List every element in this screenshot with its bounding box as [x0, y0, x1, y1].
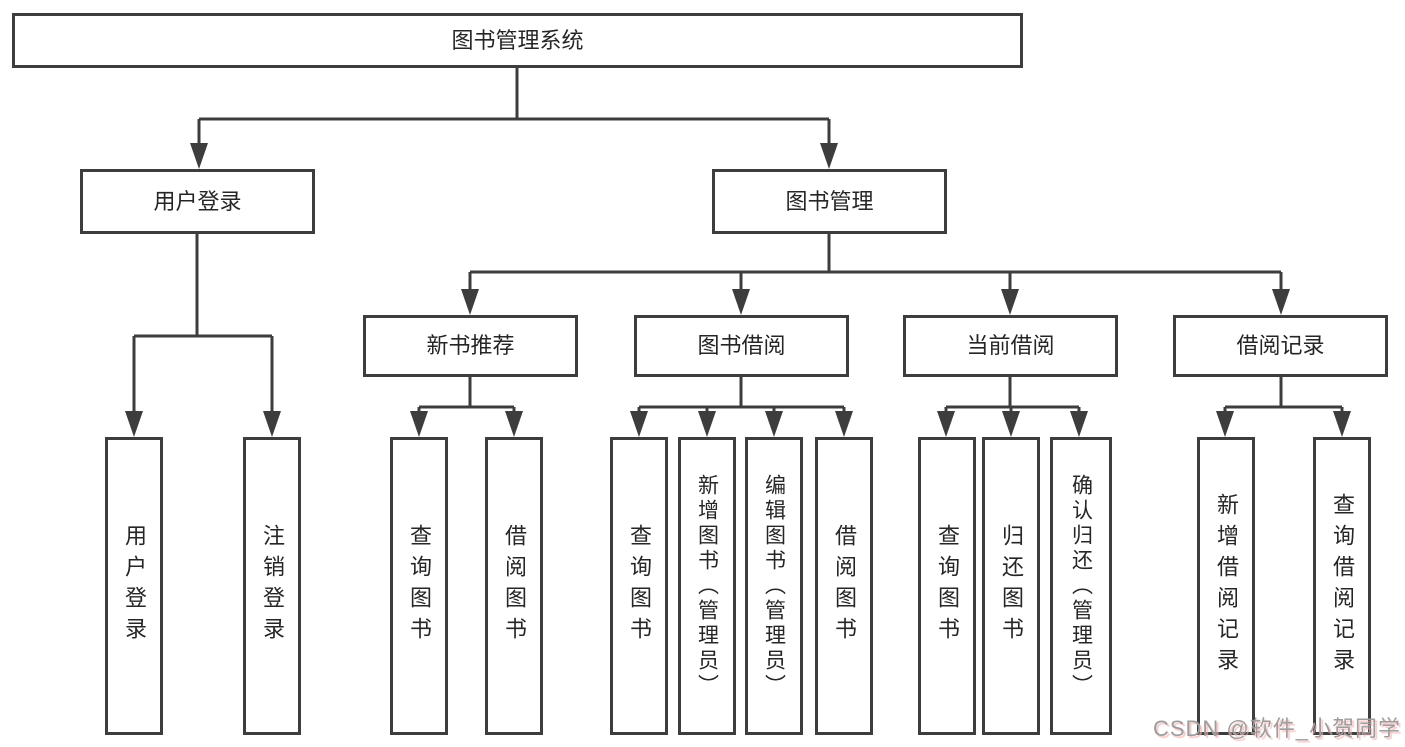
node-borrow-record: 借阅记录: [1173, 315, 1388, 377]
node-label: 用户登录: [153, 188, 242, 214]
leaf-query-books-borrow: 查询图书: [610, 437, 668, 735]
node-label: 图书借阅: [697, 333, 786, 358]
leaf-add-books-admin: 新增图书（管理员）: [678, 437, 736, 735]
node-library-management-system: 图书管理系统: [12, 13, 1023, 68]
csdn-watermark: CSDN @软件_小贺同学: [1152, 716, 1401, 741]
leaf-confirm-return-admin: 确认归还（管理员）: [1050, 437, 1112, 735]
node-book-borrow: 图书借阅: [634, 315, 849, 377]
leaf-return-books: 归还图书: [982, 437, 1040, 735]
node-user-login: 用户登录: [80, 169, 315, 234]
node-label: 图书管理: [785, 188, 874, 214]
leaf-add-borrow-record: 新增借阅记录: [1197, 437, 1255, 735]
leaf-user-login: 用户登录: [105, 437, 163, 735]
node-book-management: 图书管理: [712, 169, 947, 234]
leaf-logout: 注销登录: [243, 437, 301, 735]
leaf-edit-books-admin: 编辑图书（管理员）: [745, 437, 803, 735]
node-label: 当前借阅: [966, 333, 1055, 358]
node-new-book-recommend: 新书推荐: [363, 315, 578, 377]
node-label: 借阅记录: [1236, 333, 1325, 358]
leaf-borrow-books-recommend: 借阅图书: [485, 437, 543, 735]
node-label: 新书推荐: [426, 333, 515, 358]
node-label: 图书管理系统: [451, 27, 584, 53]
node-current-borrow: 当前借阅: [903, 315, 1118, 377]
leaf-query-borrow-record: 查询借阅记录: [1313, 437, 1371, 735]
leaf-query-books-current: 查询图书: [918, 437, 976, 735]
leaf-query-books-recommend: 查询图书: [390, 437, 448, 735]
leaf-borrow-books: 借阅图书: [815, 437, 873, 735]
